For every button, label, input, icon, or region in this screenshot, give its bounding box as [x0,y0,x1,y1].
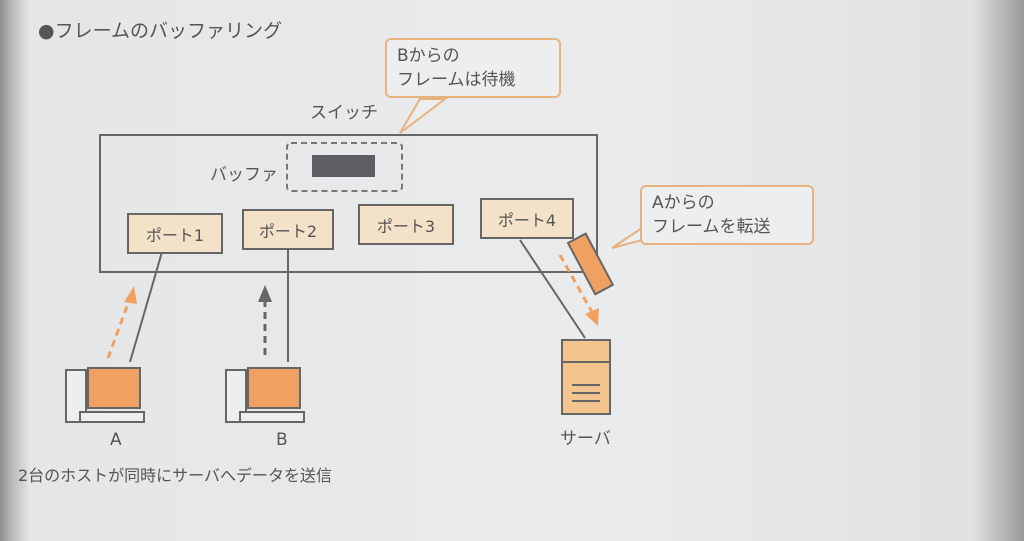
host-a-label: A [110,430,122,450]
buffered-frame [312,155,375,177]
figure-title: ●フレームのバッファリング [38,20,283,42]
link-server [519,239,586,339]
switch-box [99,134,598,273]
arrow-a-head [124,286,137,304]
port-2: ポート2 [242,209,334,250]
callout-a-tail [611,226,643,249]
link-a [129,251,163,363]
callout-a-line2: フレームを転送 [652,217,771,237]
arrow-b-head [258,285,272,302]
callout-b-line2: フレームは待機 [397,70,516,90]
port-4: ポート4 [480,198,574,239]
callout-b-line1: Bからの [397,46,460,66]
callout-b: Bからの フレームは待機 [385,38,561,98]
arrow-server-head [585,308,599,326]
callout-a: Aからの フレームを転送 [640,185,814,245]
server-icon [561,339,611,415]
buffer-dashed-box [286,142,403,192]
arrow-a [106,297,132,359]
port-1: ポート1 [127,213,223,254]
arrow-server [558,254,594,313]
switch-label: スイッチ [310,103,378,123]
callout-a-line1: Aからの [652,193,715,213]
pc-a-icon [65,367,145,423]
host-b-label: B [276,430,288,450]
port-3: ポート3 [358,204,454,245]
caption: 2台のホストが同時にサーバへデータを送信 [18,466,333,485]
server-label: サーバ [560,429,611,449]
pc-b-icon [225,367,305,423]
callout-b-tail [399,98,448,134]
frame-in-transit [566,232,615,296]
buffer-label: バッファ [210,165,278,185]
